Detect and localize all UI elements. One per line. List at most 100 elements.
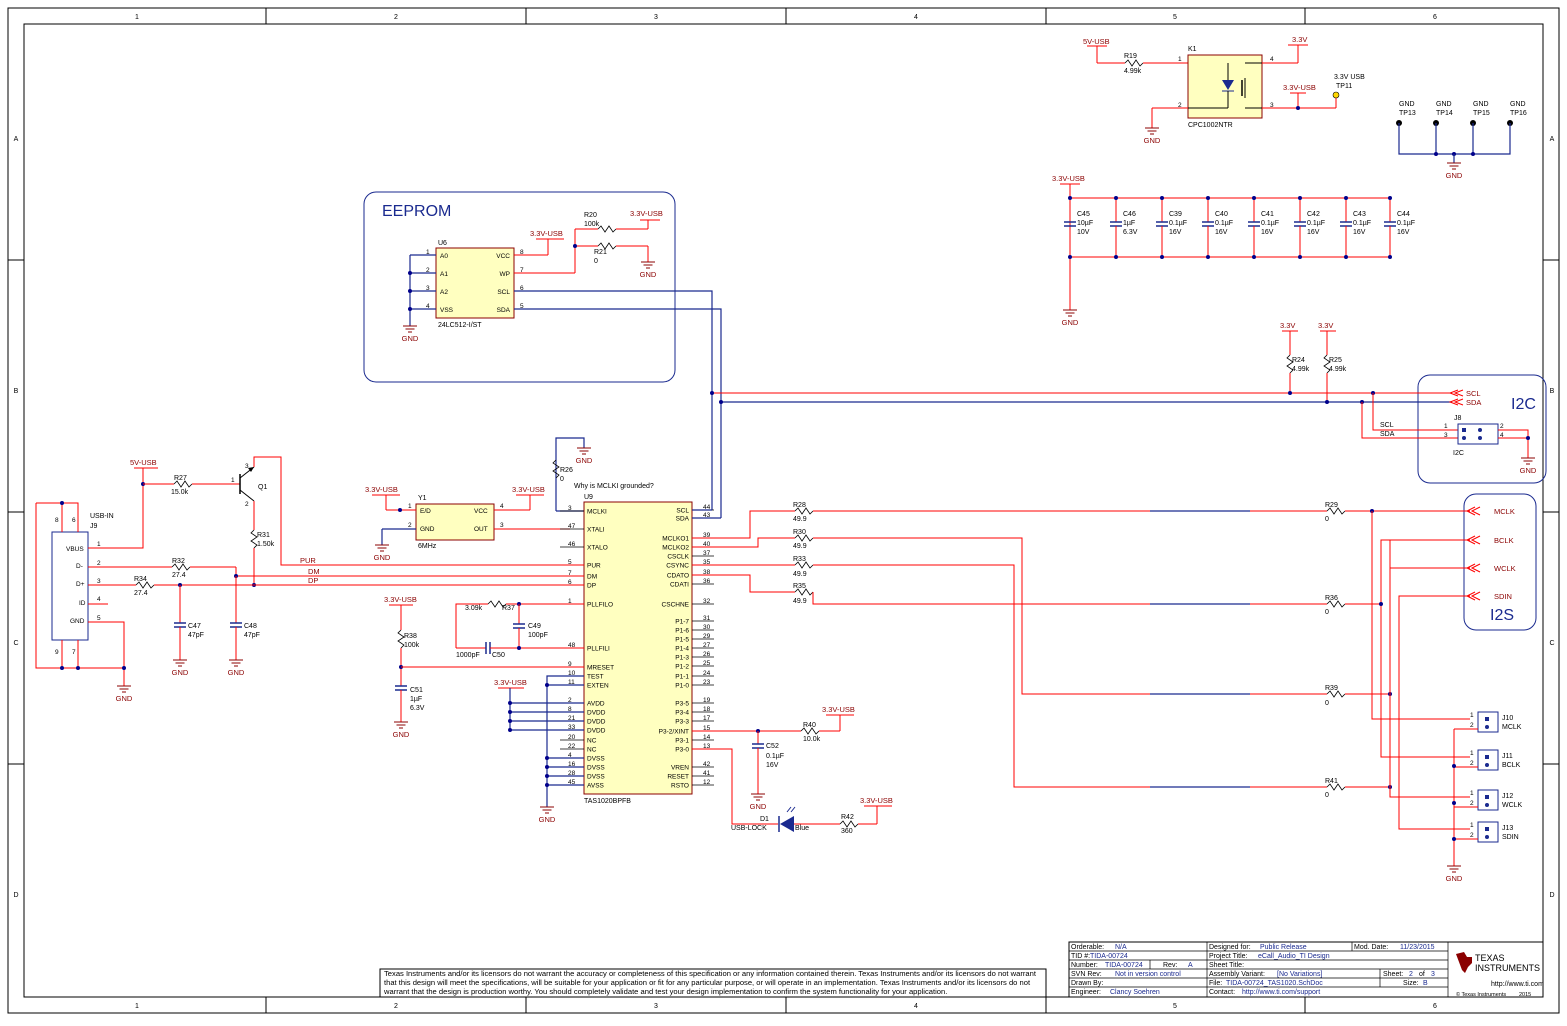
u9-pin-number: 21 <box>568 715 576 722</box>
r20-ref: R20 <box>584 212 597 219</box>
i2s-port-arrow <box>1465 506 1481 516</box>
i2s-port-label: SDIN <box>1494 592 1512 601</box>
svg-text:1: 1 <box>1178 56 1182 63</box>
gnd-label: GND <box>393 730 410 739</box>
col-label: 4 <box>914 1003 918 1010</box>
u6-pin-label: VCC <box>496 253 510 260</box>
r42-ref: R42 <box>841 814 854 821</box>
tb-svn-label: SVN Rev: <box>1071 971 1102 978</box>
r30-value: 49.9 <box>793 543 807 550</box>
r33-ref: R33 <box>793 556 806 563</box>
led-d1-icon <box>780 816 794 832</box>
gnd-label: GND <box>640 270 657 279</box>
u9-pin-number: 28 <box>568 770 576 777</box>
col-label: 1 <box>135 14 139 21</box>
r38-value: 100k <box>404 642 420 649</box>
r39-ref: R39 <box>1325 685 1338 692</box>
u9-pin-label: PLLFILO <box>587 602 613 609</box>
d1-color: Blue <box>795 825 809 832</box>
header-body <box>1477 821 1499 843</box>
col-label: 3 <box>654 1003 658 1010</box>
r35-ref: R35 <box>793 583 806 590</box>
u9-pin-number: 27 <box>703 642 711 649</box>
u9-pin-label: P1-2 <box>675 664 689 671</box>
u9-pin-number: 13 <box>703 743 711 750</box>
cap-row: C4510µF10VC461µF6.3VC390.1µF16VC400.1µF1… <box>1064 196 1415 259</box>
u9-pin-number: 40 <box>703 541 711 548</box>
gnd-label: GND <box>576 456 593 465</box>
rail-3v3-usb: 3.3V-USB <box>822 705 855 714</box>
gnd-label: GND <box>172 668 189 677</box>
u6-pin-number: 1 <box>426 249 430 256</box>
svg-text:1: 1 <box>1444 423 1448 430</box>
cap-value: 0.1µF <box>1169 220 1187 227</box>
u9-pin-number: 17 <box>703 715 711 722</box>
u9-pin-number: 11 <box>568 679 575 686</box>
c50-value: 1000pF <box>456 652 480 659</box>
u6-pin-label: SCL <box>497 289 510 296</box>
svg-text:3: 3 <box>1270 102 1274 109</box>
u9-pin-number: 8 <box>568 706 572 713</box>
tb-sheet-title-label: Sheet Title: <box>1209 962 1244 969</box>
u6-pin-number: 8 <box>520 249 524 256</box>
r21-value: 0 <box>594 258 598 265</box>
u9-pin-label: EXTEN <box>587 683 609 690</box>
resistor-r21 <box>597 242 617 250</box>
cap-voltage: 6.3V <box>1123 229 1138 236</box>
junction <box>1298 255 1302 259</box>
cap-value: 0.1µF <box>1397 220 1415 227</box>
u9-pin-label: P3-1 <box>675 738 689 745</box>
u9-pin-label: NC <box>587 747 597 754</box>
gnd-label: GND <box>116 694 133 703</box>
u9-pin-label: DM <box>587 574 597 581</box>
d1-ref: D1 <box>760 816 769 823</box>
u9-pin-number: 1 <box>568 598 572 605</box>
relay-k1: 5V-USB R19 4.99k K1 CPC1002NTR 12 43 3.3… <box>1083 35 1365 129</box>
u9-pin-number: 10 <box>568 670 576 677</box>
j8-value: I2C <box>1453 450 1464 457</box>
junction <box>1298 196 1302 200</box>
header-pin-number: 2 <box>1470 800 1474 807</box>
row-label: C <box>1549 640 1554 647</box>
u9-pin-label: DVDD <box>587 719 606 726</box>
j9-pin: ID <box>79 600 86 607</box>
u9-pin-label: CDATI <box>670 582 689 589</box>
header-pin <box>1485 835 1489 839</box>
u9-pin-number: 33 <box>568 724 576 731</box>
u6-pin-label: A0 <box>440 253 448 260</box>
r28-value: 49.9 <box>793 516 807 523</box>
rail-5v-usb: 5V-USB <box>130 458 157 467</box>
header-pin <box>1485 755 1489 759</box>
u9-pin-label: NC <box>587 738 597 745</box>
header-body <box>1477 711 1499 733</box>
u9-pin-number: 19 <box>703 697 711 704</box>
u9-pin-label: XTALO <box>587 545 608 552</box>
j9-ref: J9 <box>90 523 98 530</box>
r29-ref: R29 <box>1325 502 1338 509</box>
row-label: B <box>14 388 19 395</box>
j9-pin: VBUS <box>66 546 84 553</box>
u9-pin-label: CSCLK <box>667 554 689 561</box>
r38-ref: R38 <box>404 633 417 640</box>
u9-pin-label: VREN <box>671 765 689 772</box>
u9-pin-number: 6 <box>568 579 572 586</box>
u9-pin-label: P3-3 <box>675 719 689 726</box>
u9-pin-label: DVDD <box>587 728 606 735</box>
tp16-ref: TP16 <box>1510 110 1527 117</box>
r41-ref: R41 <box>1325 778 1338 785</box>
header-ref: J10 <box>1502 715 1513 722</box>
tb-moddate: 11/23/2015 <box>1400 944 1435 951</box>
r26-note: Why is MCLKI grounded? <box>574 483 654 490</box>
resistor-r38 <box>397 629 405 649</box>
cap-voltage: 16V <box>1353 229 1366 236</box>
i2s-block-title: I2S <box>1490 607 1514 624</box>
u6-pin-number: 2 <box>426 267 430 274</box>
tb-copyright: © Texas Instruments <box>1456 991 1506 998</box>
header-ref: J13 <box>1502 825 1513 832</box>
row-label: D <box>1549 892 1554 899</box>
u9-pin-number: 46 <box>568 541 576 548</box>
